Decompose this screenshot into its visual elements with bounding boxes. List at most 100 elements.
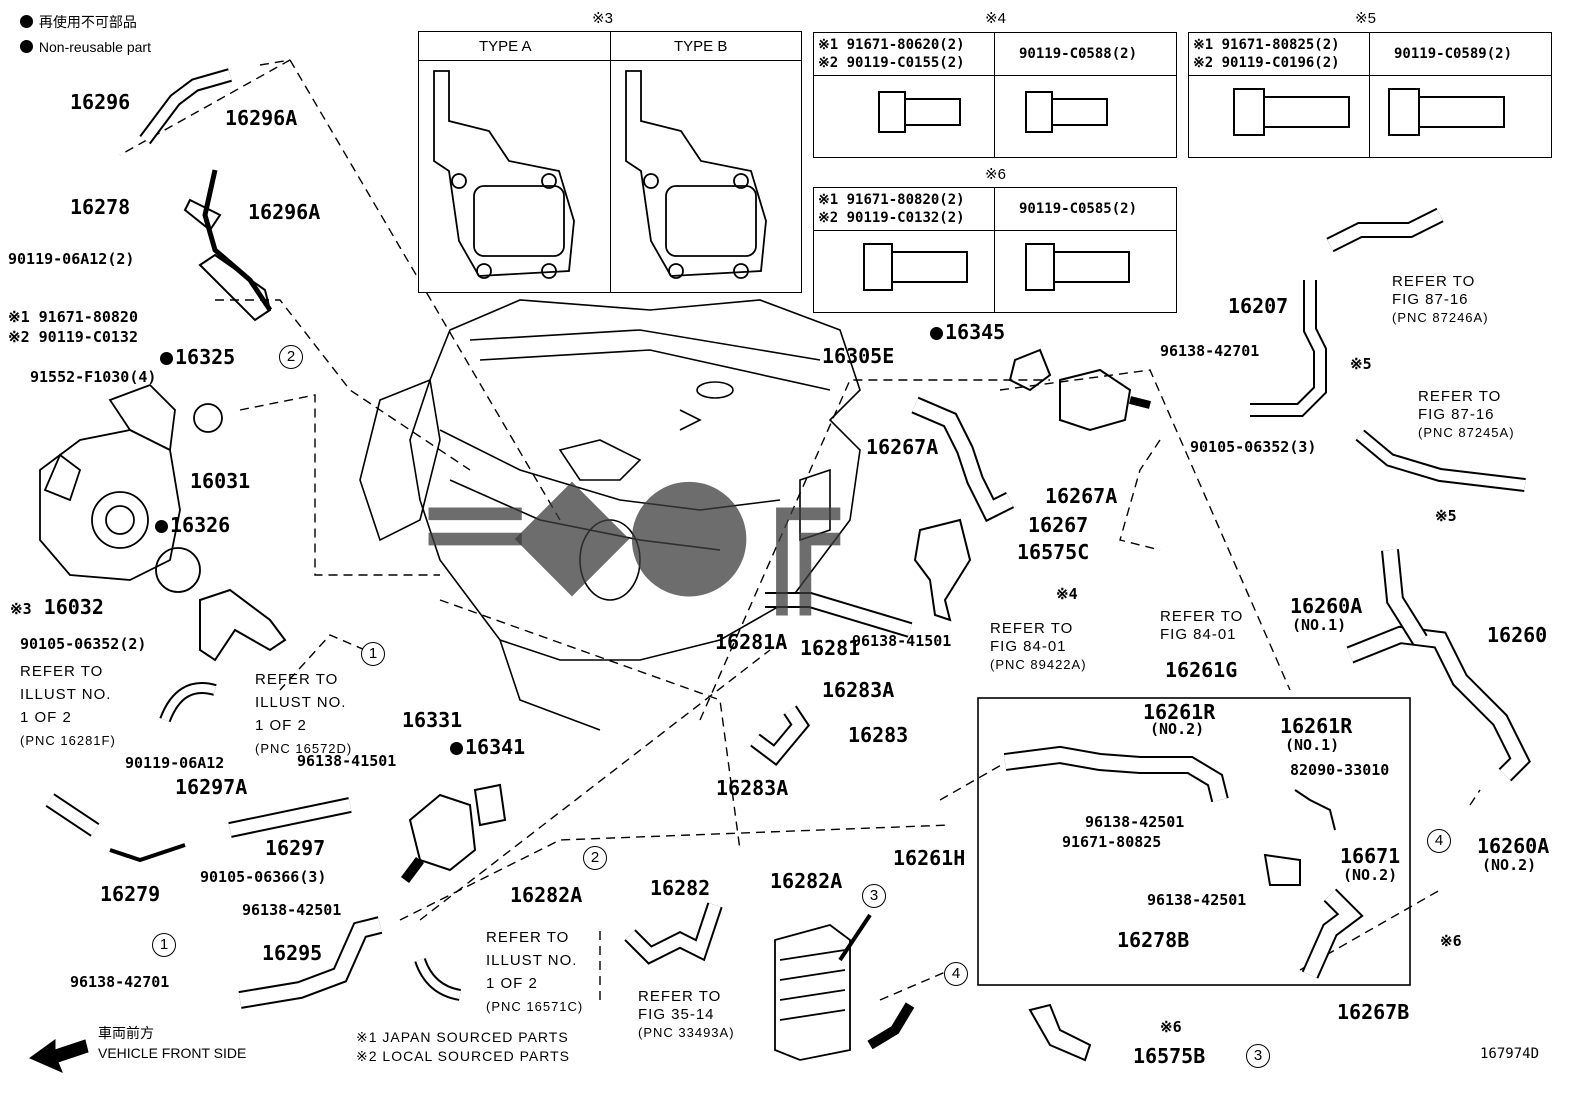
part-label[interactable]: ※6 <box>1440 932 1462 950</box>
bolt-table-row1: ※1 91671-80825(2) <box>1193 37 1340 53</box>
part-label[interactable]: 96138-42501 <box>1085 813 1185 831</box>
part-label[interactable]: 82090-33010 <box>1290 761 1390 779</box>
part-label[interactable]: 16575C <box>1017 540 1090 564</box>
part-label[interactable]: 16260A <box>1477 834 1550 858</box>
footnote-local: ※2 LOCAL SOURCED PARTS <box>356 1048 570 1064</box>
part-label[interactable]: 16671 <box>1340 844 1401 868</box>
part-label[interactable]: 91671-80825 <box>1062 833 1162 851</box>
part-label[interactable]: 90105-06352(2) <box>20 635 147 653</box>
part-label[interactable]: 16278B <box>1117 928 1190 952</box>
part-label[interactable]: 16261R <box>1280 714 1353 738</box>
part-label[interactable]: ※4 <box>1056 585 1078 603</box>
part-label[interactable]: 16281 <box>800 636 861 660</box>
part-label[interactable]: 16267 <box>1028 513 1089 537</box>
dashed-leaders <box>119 59 1481 1001</box>
non-reusable-dot-icon <box>20 15 33 28</box>
part-label[interactable]: 96138-42701 <box>1160 342 1260 360</box>
part-label[interactable]: 90105-06366(3) <box>200 868 327 886</box>
front-arrow-icon <box>28 1039 89 1073</box>
non-reusable-dot-icon <box>20 40 33 53</box>
part-label[interactable]: ※3 16032 <box>10 595 104 619</box>
part-label[interactable]: ※1 91671-80820 <box>8 308 138 326</box>
part-label[interactable]: 16278 <box>70 195 131 219</box>
part-label[interactable]: (NO.2) <box>1343 866 1398 884</box>
part-label[interactable]: 91552-F1030(4) <box>30 368 157 386</box>
part-label[interactable]: 16295 <box>262 941 323 965</box>
part-label[interactable]: 16267A <box>1045 484 1118 508</box>
part-label[interactable]: 16283A <box>822 678 895 702</box>
part-label[interactable]: (NO.1) <box>1292 616 1347 634</box>
part-label[interactable]: 16296A <box>248 200 321 224</box>
part-label[interactable]: ※5 <box>1435 507 1457 525</box>
bolt-table: ※1 91671-80820(2) ※2 90119-C0132(2) 9011… <box>813 187 1177 313</box>
bolt-icon <box>863 243 1130 291</box>
bolt-table-row2: ※2 90119-C0132(2) <box>818 210 965 226</box>
bolt-table-right: 90119-C0588(2) <box>1019 46 1138 62</box>
type-b-drawing <box>625 70 767 279</box>
part-label[interactable]: 96138-42501 <box>242 901 342 919</box>
circle-ref: 2 <box>583 846 607 870</box>
part-label[interactable]: 16031 <box>190 469 251 493</box>
part-label[interactable]: 90119-06A12 <box>125 754 225 772</box>
part-label[interactable]: 96138-42701 <box>70 973 170 991</box>
part-label[interactable]: ※2 90119-C0132 <box>8 328 138 346</box>
part-label[interactable]: 16297 <box>265 836 326 860</box>
part-label[interactable]: 16325 <box>160 347 235 367</box>
part-label[interactable]: ※5 <box>1350 355 1372 373</box>
bolt-table-right: 90119-C0589(2) <box>1394 46 1513 62</box>
part-label[interactable]: 16282A <box>510 883 583 907</box>
part-label[interactable]: 16261H <box>893 846 966 870</box>
type-a-drawing <box>433 70 575 279</box>
part-label[interactable]: 16260 <box>1487 623 1548 647</box>
part-label[interactable]: 16281A <box>715 630 788 654</box>
part-label[interactable]: 16282 <box>650 876 711 900</box>
part-label[interactable]: 16296A <box>225 106 298 130</box>
part-label[interactable]: 16305E <box>822 344 895 368</box>
part-label[interactable]: 16297A <box>175 775 248 799</box>
engine-block-drawing <box>359 299 861 731</box>
part-label[interactable]: 16267A <box>866 435 939 459</box>
type-a-header: TYPE A <box>479 38 532 55</box>
part-label[interactable]: 16261G <box>1165 658 1238 682</box>
non-reusable-dot-icon <box>930 327 943 340</box>
circle-ref: 4 <box>1427 829 1451 853</box>
part-label[interactable]: (NO.2) <box>1150 720 1205 738</box>
part-label[interactable]: 16283 <box>848 723 909 747</box>
bolt-table-ref: ※5 <box>1355 10 1376 27</box>
part-label[interactable]: 16282A <box>770 869 843 893</box>
front-side-en: VEHICLE FRONT SIDE <box>98 1045 247 1061</box>
part-label[interactable]: 16331 <box>402 708 463 732</box>
part-label[interactable]: (NO.1) <box>1285 736 1340 754</box>
part-label[interactable]: 16345 <box>930 322 1005 342</box>
part-label[interactable]: 16575B <box>1133 1044 1206 1068</box>
bolt-table: ※1 91671-80620(2) ※2 90119-C0155(2) 9011… <box>813 32 1177 158</box>
water-pump-drawing <box>39 383 223 593</box>
part-label[interactable]: 16260A <box>1290 594 1363 618</box>
part-label[interactable]: 16326 <box>155 515 230 535</box>
part-label[interactable]: 16283A <box>716 776 789 800</box>
part-label[interactable]: 96138-41501 <box>297 752 397 770</box>
part-label[interactable]: 96138-41501 <box>852 632 952 650</box>
bolt-table-ref: ※6 <box>985 166 1006 183</box>
part-label[interactable]: ※6 <box>1160 1018 1182 1036</box>
part-label[interactable]: (NO.2) <box>1482 856 1537 874</box>
part-label[interactable]: 90119-06A12(2) <box>8 250 135 268</box>
circle-ref: 1 <box>361 642 385 666</box>
part-label[interactable]: 16267B <box>1337 1000 1410 1024</box>
part-label[interactable]: 16341 <box>450 737 525 757</box>
part-label[interactable]: 90105-06352(3) <box>1190 438 1317 456</box>
part-label[interactable]: 16279 <box>100 882 161 906</box>
part-label[interactable]: 96138-42501 <box>1147 891 1247 909</box>
part-label[interactable]: 16296 <box>70 90 131 114</box>
part-label[interactable]: 16261R <box>1143 700 1216 724</box>
part-label[interactable]: 16207 <box>1228 294 1289 318</box>
